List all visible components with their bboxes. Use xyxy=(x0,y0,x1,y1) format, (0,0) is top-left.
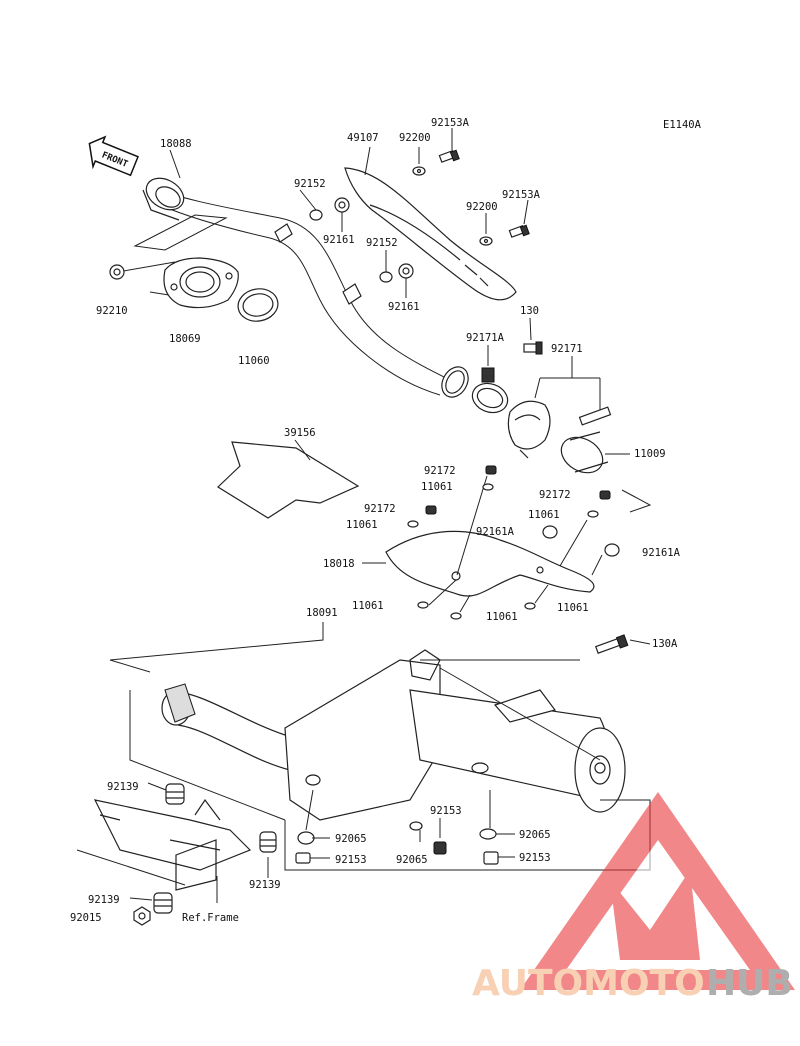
exhaust-gasket-18069 xyxy=(163,257,239,309)
label-11061-d: 11061 xyxy=(352,600,384,612)
label-92139-b: 92139 xyxy=(249,879,281,891)
label-11061-c: 11061 xyxy=(528,509,560,521)
label-92171: 92171 xyxy=(551,343,583,355)
label-11061-a: 11061 xyxy=(421,481,453,493)
label-11060: 11060 xyxy=(238,355,270,367)
muffler-18091 xyxy=(161,649,626,821)
washer-11061-b xyxy=(407,520,419,528)
label-92200-a: 92200 xyxy=(399,132,431,144)
washer-11061-d xyxy=(417,601,429,609)
damper-92139-b xyxy=(259,831,277,853)
grommet-92161A-b xyxy=(604,543,620,557)
damper-92139-c xyxy=(153,892,173,914)
label-11009: 11009 xyxy=(634,448,666,460)
label-92161-a: 92161 xyxy=(323,234,355,246)
bolt-92153A-a xyxy=(438,149,460,163)
collar-92161-b xyxy=(398,263,414,279)
rear-bracket-ref-frame xyxy=(93,798,252,891)
label-18091: 18091 xyxy=(306,607,338,619)
label-18088: 18088 xyxy=(160,138,192,150)
label-92153-a: 92153 xyxy=(335,854,367,866)
clamp-92171A xyxy=(471,367,509,414)
heat-guard-49107 xyxy=(344,167,517,301)
head-pipe xyxy=(142,177,469,398)
clamp-92171 xyxy=(507,400,551,459)
nut-92015 xyxy=(133,906,151,926)
grommet-92161A-a xyxy=(542,525,558,539)
bolt-92171 xyxy=(578,406,612,426)
label-92171A: 92171A xyxy=(466,332,505,344)
label-92139-c: 92139 xyxy=(88,894,120,906)
label-92210: 92210 xyxy=(96,305,128,317)
label-18069: 18069 xyxy=(169,333,201,345)
diagram-code: E1140A xyxy=(663,119,702,131)
label-ref-frame: Ref.Frame xyxy=(182,912,239,924)
bolt-92153-a xyxy=(295,852,311,864)
bolt-92172-c xyxy=(599,490,611,500)
label-49107: 49107 xyxy=(347,132,379,144)
nut-92210 xyxy=(109,264,125,280)
bolt-130A xyxy=(594,634,629,654)
label-130A: 130A xyxy=(652,638,678,650)
label-92161A-a: 92161A xyxy=(476,526,515,538)
grommet-92152-a xyxy=(309,209,323,221)
label-92161A-b: 92161A xyxy=(642,547,681,559)
label-11061-e: 11061 xyxy=(486,611,518,623)
label-92065-c: 92065 xyxy=(519,829,551,841)
washer-11061-a xyxy=(482,483,494,491)
washer-11061-e xyxy=(450,612,462,620)
label-92139-a: 92139 xyxy=(107,781,139,793)
washer-92065-b xyxy=(409,821,423,831)
label-92153A-a: 92153A xyxy=(431,117,470,129)
label-92200-b: 92200 xyxy=(466,201,498,213)
label-92152-b: 92152 xyxy=(366,237,398,249)
label-92065-b: 92065 xyxy=(396,854,428,866)
bolt-92153A-b xyxy=(508,224,530,238)
label-92172-a: 92172 xyxy=(424,465,456,477)
label-130: 130 xyxy=(520,305,539,317)
watermark-text-part2: HUB xyxy=(706,963,793,1004)
label-92153-c: 92153 xyxy=(519,852,551,864)
bolt-92153-c xyxy=(483,851,499,865)
label-11061-b: 11061 xyxy=(346,519,378,531)
bolt-92172-a xyxy=(485,465,497,475)
automotohub-watermark: AUTOMOTO HUB xyxy=(472,792,795,1004)
exhaust-gasket-11060 xyxy=(237,288,279,322)
label-92065-a: 92065 xyxy=(335,833,367,845)
grommet-92152-b xyxy=(379,271,393,283)
label-18018: 18018 xyxy=(323,558,355,570)
muffler-cover-18018 xyxy=(385,530,595,597)
label-92172-b: 92172 xyxy=(364,503,396,515)
washer-11061-c xyxy=(587,510,599,518)
label-92161-b: 92161 xyxy=(388,301,420,313)
bolt-92153-b xyxy=(433,841,447,855)
collar-92161-a xyxy=(334,197,350,213)
insulator-39156 xyxy=(217,441,360,519)
damper-92139-a xyxy=(165,783,185,805)
label-92153A-b: 92153A xyxy=(502,189,541,201)
muffler-gasket-11009 xyxy=(560,431,609,474)
washer-92065-a xyxy=(297,831,315,845)
washer-92200-a xyxy=(412,166,426,176)
label-92153-b: 92153 xyxy=(430,805,462,817)
front-arrow-icon: FRONT xyxy=(88,135,139,177)
watermark-text-part1: AUTOMOTO xyxy=(472,963,705,1004)
washer-11061-f xyxy=(524,602,536,610)
label-92152-a: 92152 xyxy=(294,178,326,190)
washer-92065-c xyxy=(479,828,497,840)
triangle-logo-icon xyxy=(520,792,795,990)
label-92015: 92015 xyxy=(70,912,102,924)
label-11061-f: 11061 xyxy=(557,602,589,614)
bolt-130 xyxy=(523,341,543,355)
label-92172-c: 92172 xyxy=(539,489,571,501)
bolt-92172-b xyxy=(425,505,437,515)
label-39156: 39156 xyxy=(284,427,316,439)
washer-92200-b xyxy=(479,236,493,246)
